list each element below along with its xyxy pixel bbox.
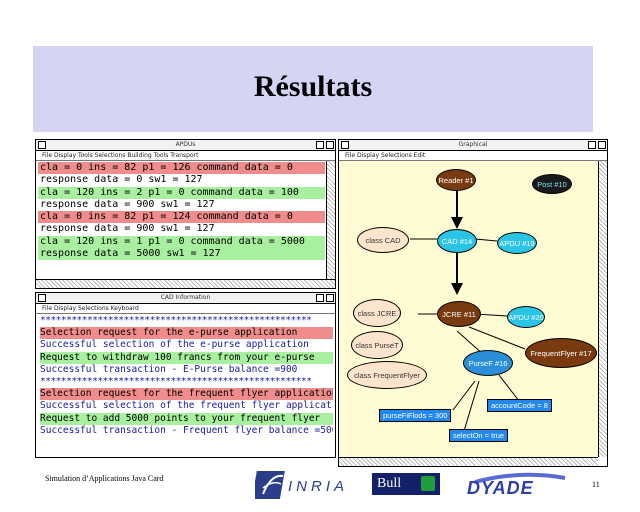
cad-line: Successful selection of the frequent fly… bbox=[40, 400, 333, 412]
slide-title: Résultats bbox=[253, 70, 373, 103]
cad-line: Selection request for the e-purse applic… bbox=[40, 327, 333, 340]
jcre-node[interactable]: JCRE #11 bbox=[437, 301, 481, 327]
graphical-window: Graphical File Display Selections Edit R… bbox=[338, 139, 608, 467]
graph-horizontal-scrollbar[interactable] bbox=[339, 457, 598, 466]
apdu-line: cla = 120 ins = 2 p1 = 0 command data = … bbox=[38, 186, 325, 199]
class-jcre-node[interactable]: class JCRE bbox=[353, 299, 401, 327]
cad-line: Successful transaction - Frequent flyer … bbox=[40, 424, 333, 436]
slide-footer: Simulation d’Applications Java Card bbox=[45, 474, 164, 483]
window-menu-icon[interactable] bbox=[38, 141, 46, 149]
apdu-line: cla = 0 ins = 82 p1 = 124 command data =… bbox=[38, 211, 325, 224]
maximize-icon[interactable] bbox=[326, 294, 334, 302]
apdu-line: response data = 5000 sw1 = 127 bbox=[38, 248, 325, 261]
cad-window-title: CAD Information bbox=[160, 294, 211, 301]
class-cad-node[interactable]: class CAD bbox=[357, 227, 409, 253]
bull-emblem-icon bbox=[421, 476, 435, 491]
purse-field-node[interactable]: purseFiFlods = 300 bbox=[379, 409, 452, 422]
account-field-node[interactable]: accountCode = 8 bbox=[487, 399, 552, 412]
apdu-line: cla = 0 ins = 82 p1 = 126 command data =… bbox=[38, 162, 325, 175]
apdu-menubar[interactable]: File Display Tools Selections Building T… bbox=[36, 151, 335, 161]
cad-window-titlebar[interactable]: CAD Information bbox=[36, 293, 335, 304]
select-field-node[interactable]: selectOn = true bbox=[449, 429, 509, 442]
separator-line: ****************************************… bbox=[40, 315, 312, 326]
window-menu-icon[interactable] bbox=[38, 294, 46, 302]
class-frequent-flyer-node[interactable]: class FrequentFlyer bbox=[347, 361, 427, 389]
bull-logo: Bull bbox=[372, 473, 440, 495]
cad-node[interactable]: CAD #14 bbox=[437, 229, 477, 253]
object-graph-canvas[interactable]: Reader #1 Post #10 CAD #14 APDU #19 clas… bbox=[339, 161, 598, 457]
apdu-window-title: APDUs bbox=[175, 141, 196, 148]
reader-node[interactable]: Reader #1 bbox=[436, 169, 476, 191]
cad-line: Successful selection of the e-purse appl… bbox=[40, 339, 309, 351]
cad-line: Request to add 5000 points to your frequ… bbox=[40, 412, 333, 425]
maximize-icon[interactable] bbox=[326, 141, 334, 149]
frequent-flyer-node[interactable]: FrequentFlyer #17 bbox=[525, 338, 597, 368]
apdu-window: APDUs File Display Tools Selections Buil… bbox=[35, 139, 336, 289]
inria-mark bbox=[251, 471, 285, 499]
apdu-line: cla = 120 ins = 1 p1 = 0 command data = … bbox=[38, 235, 325, 249]
apdu-node[interactable]: APDU #19 bbox=[497, 232, 537, 254]
post-node[interactable]: Post #10 bbox=[532, 174, 572, 194]
purse-node[interactable]: PurseF #16 bbox=[463, 350, 513, 376]
apdu-line: response data = 0 sw1 = 127 bbox=[40, 174, 203, 186]
minimize-icon[interactable] bbox=[316, 294, 324, 302]
page-number: 11 bbox=[592, 480, 600, 489]
class-purse-node[interactable]: class PurseT bbox=[351, 331, 403, 359]
graph-edges bbox=[410, 181, 526, 432]
cad-line: Request to withdraw 100 francs from your… bbox=[40, 351, 333, 364]
cad-log: ****************************************… bbox=[40, 315, 333, 437]
minimize-icon[interactable] bbox=[588, 141, 596, 149]
apdu-line: response data = 900 sw1 = 127 bbox=[40, 198, 215, 210]
graph-window-title: Graphical bbox=[458, 141, 488, 148]
cad-line: Selection request for the frequent flyer… bbox=[40, 388, 333, 401]
apdu-vertical-scrollbar[interactable] bbox=[326, 161, 335, 279]
minimize-icon[interactable] bbox=[316, 141, 324, 149]
graph-vertical-scrollbar[interactable] bbox=[598, 161, 607, 457]
dyade-wordmark: DYADE bbox=[467, 478, 534, 498]
inria-logo: INRIA bbox=[251, 470, 350, 500]
separator-line: ****************************************… bbox=[40, 375, 312, 387]
cad-menubar[interactable]: File Display Selections Keyboard bbox=[36, 304, 335, 314]
dyade-swoosh-icon bbox=[474, 472, 566, 484]
dyade-logo: DYADE bbox=[465, 470, 570, 498]
slide-title-band: Résultats bbox=[33, 46, 593, 132]
inria-wordmark: INRIA bbox=[288, 478, 349, 495]
graph-menubar[interactable]: File Display Selections Edit bbox=[339, 151, 607, 161]
apdu2-node[interactable]: APDU #20 bbox=[507, 306, 545, 328]
cad-line: Successful transaction - E-Purse balance… bbox=[40, 363, 298, 375]
apdu-line: response data = 900 sw1 = 127 bbox=[40, 223, 215, 235]
window-menu-icon[interactable] bbox=[341, 141, 349, 149]
apdu-horizontal-scrollbar[interactable] bbox=[36, 279, 335, 288]
maximize-icon[interactable] bbox=[598, 141, 606, 149]
cad-information-window: CAD Information File Display Selections … bbox=[35, 292, 336, 458]
bull-wordmark: Bull bbox=[377, 476, 402, 491]
apdu-log: cla = 0 ins = 82 p1 = 126 command data =… bbox=[38, 162, 325, 261]
graph-window-titlebar[interactable]: Graphical bbox=[339, 140, 607, 151]
apdu-window-titlebar[interactable]: APDUs bbox=[36, 140, 335, 151]
